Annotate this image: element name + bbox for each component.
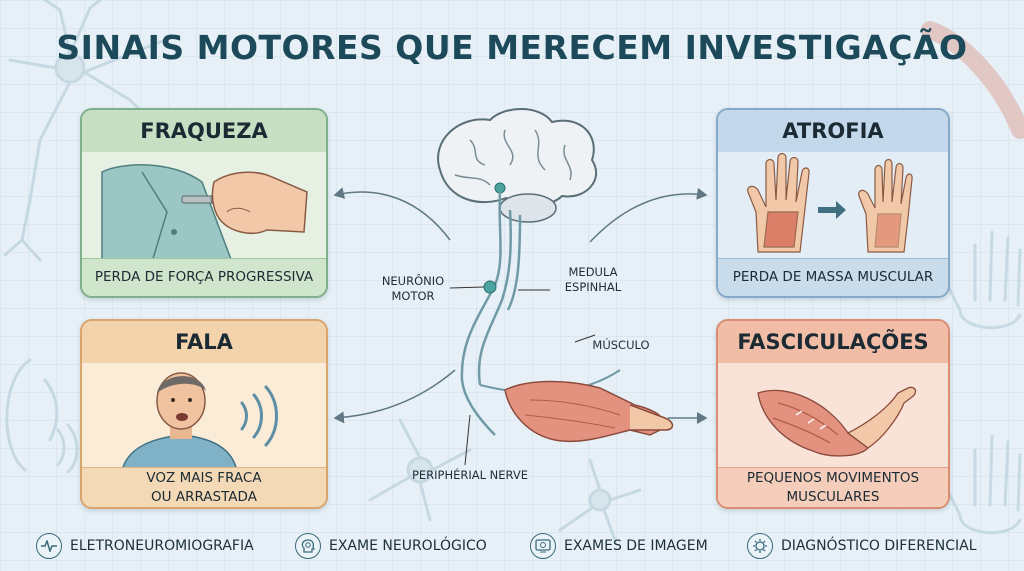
caption-atrofia: PERDA DE MASSA MUSCULAR — [732, 269, 934, 285]
card-title-atrofia: ATROFIA — [718, 110, 948, 152]
weakness-illustration — [82, 152, 326, 263]
card-fala: FALA VOZ MAIS FRACA OU ARRASTADA — [80, 319, 328, 509]
scan-monitor-icon — [530, 533, 556, 559]
method-diagnostico-diferencial: DIAGNÓSTICO DIFERENCIAL — [747, 532, 977, 560]
card-title-fraqueza: FRAQUEZA — [82, 110, 326, 152]
sound-waves-icon — [240, 385, 278, 447]
label-peripheral-nerve: PERIPHÉRIAL NERVE — [411, 468, 529, 482]
card-title-fasciculacoes: FASCICULAÇÕES — [718, 321, 948, 363]
motor-neuron-icon — [483, 280, 497, 294]
label-medula-espinhal: MEDULA ESPINHAL — [553, 265, 633, 295]
method-eletroneuromiografia: ELETRONEUROMIOGRAFIA — [36, 532, 254, 560]
flexed-arm-icon — [757, 386, 917, 457]
arrow-to-atrofia — [589, 187, 708, 243]
upper-neuron-icon — [494, 182, 506, 194]
brain-icon — [437, 108, 598, 223]
method-label: ELETRONEUROMIOGRAFIA — [70, 538, 254, 554]
waveform-icon — [36, 533, 62, 559]
method-label: DIAGNÓSTICO DIFERENCIAL — [781, 538, 977, 554]
label-neuronio-line1: NEURÔNIO — [381, 274, 445, 288]
card-caption-fala: VOZ MAIS FRACA OU ARRASTADA — [82, 467, 326, 507]
gear-brain-icon — [747, 533, 773, 559]
caption-fala-line1: VOZ MAIS FRACA — [146, 469, 262, 486]
arrow-icon — [818, 201, 846, 219]
label-neuronio-motor: NEURÔNIO MOTOR — [373, 274, 453, 304]
caption-fasciculacoes-line1: PEQUENOS MOVIMENTOS — [746, 469, 920, 486]
motor-pathway-diagram — [437, 108, 674, 466]
method-label: EXAME NEUROLÓGICO — [329, 538, 487, 554]
card-caption-atrofia: PERDA DE MASSA MUSCULAR — [718, 258, 948, 296]
card-title-fala: FALA — [82, 321, 326, 363]
card-caption-fraqueza: PERDA DE FORÇA PROGRESSIVA — [82, 258, 326, 296]
head-brain-icon — [295, 533, 321, 559]
atrophy-illustration — [718, 152, 948, 262]
method-exame-neurologico: EXAME NEUROLÓGICO — [295, 532, 487, 560]
caption-fala-line2: OU ARRASTADA — [151, 488, 257, 505]
caption-fraqueza: PERDA DE FORÇA PROGRESSIVA — [94, 269, 314, 285]
speech-illustration — [82, 363, 326, 472]
card-fasciculacoes: FASCICULAÇÕES PEQUENOS MOVIMENTOS MUSCUL… — [716, 319, 950, 509]
hand-icon — [211, 171, 308, 234]
twitch-marks — [795, 410, 827, 430]
hand-normal-icon — [747, 152, 810, 253]
method-exames-imagem: EXAMES DE IMAGEM — [530, 532, 708, 560]
bottom-methods-bar: ELETRONEUROMIOGRAFIA EXAME NEUROLÓGICO E… — [0, 528, 1024, 564]
man-face-icon — [156, 372, 206, 430]
caption-fasciculacoes-line2: MUSCULARES — [786, 488, 880, 505]
label-neuronio-line2: MOTOR — [391, 289, 435, 303]
spinal-cord-icon — [460, 191, 522, 436]
method-label: EXAMES DE IMAGEM — [564, 538, 708, 554]
card-atrofia: ATROFIA PERDA DE MASSA MUSCULAR — [716, 108, 950, 298]
label-medula-line1: MEDULA — [568, 265, 618, 279]
fasciculation-illustration — [718, 363, 948, 471]
arrow-to-fala — [333, 369, 456, 424]
card-fraqueza: FRAQUEZA PERDA DE FORÇA PROGRESSIVA — [80, 108, 328, 298]
label-medula-line2: ESPINHAL — [564, 280, 622, 294]
page-title: SINAIS MOTORES QUE MERECEM INVESTIGAÇÃO — [56, 28, 968, 67]
arrow-to-fraqueza — [333, 187, 451, 241]
card-caption-fasciculacoes: PEQUENOS MOVIMENTOS MUSCULARES — [718, 467, 948, 507]
label-musculo: MÚSCULO — [592, 338, 650, 352]
arm-muscle-icon — [504, 380, 674, 443]
hand-atrophied-icon — [858, 158, 913, 253]
